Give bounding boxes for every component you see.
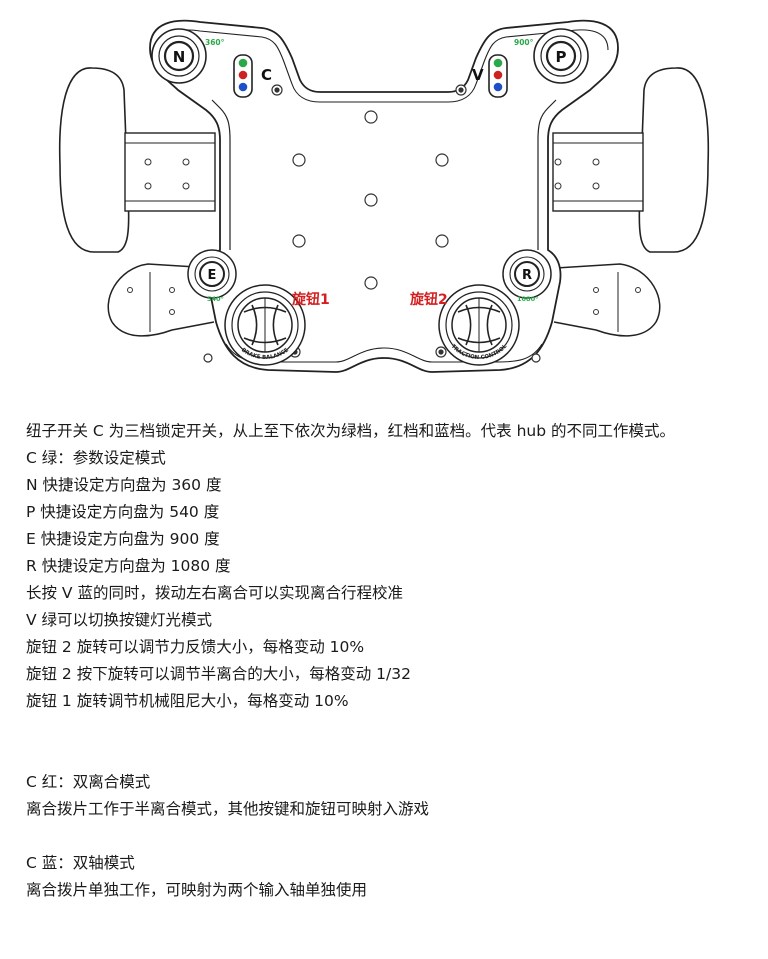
knob-1[interactable]: BRAKE BALANCE <box>224 284 306 366</box>
left-bracket <box>124 132 216 212</box>
degree-label-p: 900° <box>514 38 534 47</box>
line-knob2-press: 旋钮 2 按下旋转可以调节半离合的大小，每格变动 1/32 <box>26 665 411 683</box>
right-paddle <box>553 263 661 337</box>
heading-c-green: C 绿：参数设定模式 <box>26 449 166 467</box>
led-green-icon <box>493 58 503 68</box>
led-blue-icon <box>238 82 248 92</box>
line-p: P 快捷设定方向盘为 540 度 <box>26 503 220 521</box>
button-n-label: N <box>173 48 186 66</box>
line-c-blue-desc: 离合拨片单独工作，可映射为两个输入轴单独使用 <box>26 881 368 899</box>
button-p-label: P <box>556 48 567 66</box>
line-e: E 快捷设定方向盘为 900 度 <box>26 530 220 548</box>
led-red-icon <box>493 70 503 80</box>
faceplate-inner <box>211 99 557 250</box>
toggle-switch-c[interactable] <box>233 54 253 98</box>
led-red-icon <box>238 70 248 80</box>
line-knob2-rotate: 旋钮 2 旋转可以调节力反馈大小，每格变动 10% <box>26 638 365 656</box>
knob-2[interactable]: TRACTION CONTROL <box>438 284 520 366</box>
toggle-switch-v[interactable] <box>488 54 508 98</box>
button-p[interactable]: P <box>533 28 589 84</box>
degree-label-e: 540° <box>207 295 224 303</box>
heading-c-red: C 红：双离合模式 <box>26 773 151 791</box>
paragraph-intro: 纽子开关 C 为三档锁定开关，从上至下依次为绿档，红档和蓝档。代表 hub 的不… <box>26 422 676 440</box>
line-v-green: V 绿可以切换按键灯光模式 <box>26 611 213 629</box>
switch-c-label: C <box>261 66 272 84</box>
led-green-icon <box>238 58 248 68</box>
knob-2-label: 旋钮2 <box>409 291 448 308</box>
line-r: R 快捷设定方向盘为 1080 度 <box>26 557 231 575</box>
left-grip <box>58 67 130 253</box>
degree-label-n: 360° <box>205 38 225 47</box>
degree-label-r: 1080° <box>517 295 538 303</box>
led-blue-icon <box>493 82 503 92</box>
line-n: N 快捷设定方向盘为 360 度 <box>26 476 222 494</box>
heading-c-blue: C 蓝：双轴模式 <box>26 854 135 872</box>
right-bracket <box>552 132 644 212</box>
button-r-label: R <box>522 268 532 283</box>
line-v-blue: 长按 V 蓝的同时，拨动左右离合可以实现离合行程校准 <box>26 584 403 602</box>
knob-1-label: 旋钮1 <box>291 291 330 308</box>
line-c-red-desc: 离合拨片工作于半离合模式，其他按键和旋钮可映射入游戏 <box>26 800 430 818</box>
description-text: 纽子开关 C 为三档锁定开关，从上至下依次为绿档，红档和蓝档。代表 hub 的不… <box>26 418 750 904</box>
button-n[interactable]: N <box>151 28 207 84</box>
button-e-label: E <box>208 268 217 283</box>
left-paddle <box>107 263 215 337</box>
button-r[interactable]: R <box>502 249 552 299</box>
switch-v-label: V <box>472 66 484 84</box>
steering-wheel-diagram: N 360° P 900° E 540° R 1080° <box>58 19 710 373</box>
button-e[interactable]: E <box>187 249 237 299</box>
line-knob1-rotate: 旋钮 1 旋转调节机械阻尼大小，每格变动 10% <box>26 692 349 710</box>
right-grip <box>638 67 710 253</box>
